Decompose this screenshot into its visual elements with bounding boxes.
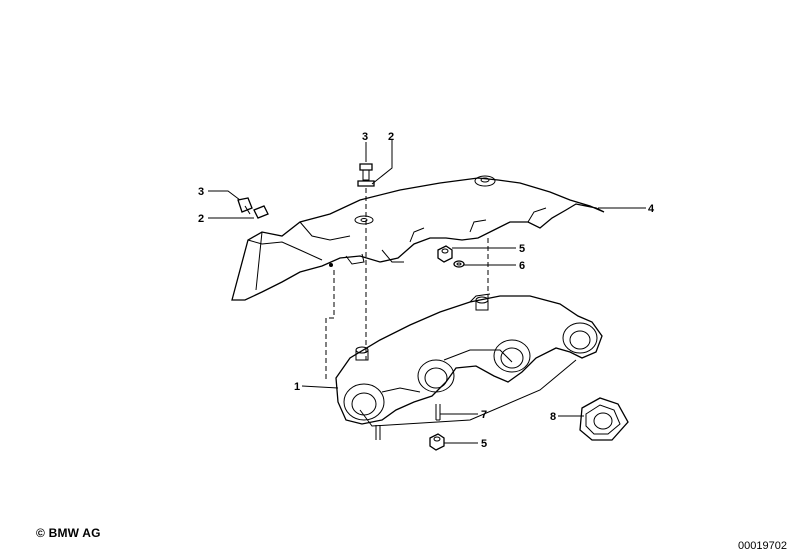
callout-7: 7 xyxy=(481,409,487,421)
callout-2-top: 2 xyxy=(388,131,394,143)
assembly-line-left xyxy=(325,270,335,382)
callout-6: 6 xyxy=(519,260,525,272)
washer-top xyxy=(357,180,375,187)
leader-2-top xyxy=(371,140,393,185)
heat-shield xyxy=(231,175,605,301)
callout-5-upper: 5 xyxy=(519,243,525,255)
callout-1: 1 xyxy=(294,381,300,393)
callout-8: 8 xyxy=(550,411,556,423)
washer-left xyxy=(253,205,269,219)
diagram-number: 00019702 xyxy=(738,540,787,552)
exhaust-manifold xyxy=(335,293,603,440)
stud xyxy=(435,404,441,421)
gasket xyxy=(579,397,629,441)
callout-3-top: 3 xyxy=(362,131,368,143)
screw-top xyxy=(359,163,373,181)
washer xyxy=(453,260,465,268)
callout-3-left: 3 xyxy=(198,186,204,198)
copyright-notice: © BMW AG xyxy=(36,526,101,540)
nut-lower xyxy=(429,433,445,451)
screw-left xyxy=(237,197,253,215)
leader-1 xyxy=(301,385,339,389)
callout-4: 4 xyxy=(648,203,655,215)
nut-upper xyxy=(437,245,453,263)
callout-5-lower: 5 xyxy=(481,438,487,450)
callout-2-left: 2 xyxy=(198,213,204,225)
leader-3-left xyxy=(208,190,241,201)
